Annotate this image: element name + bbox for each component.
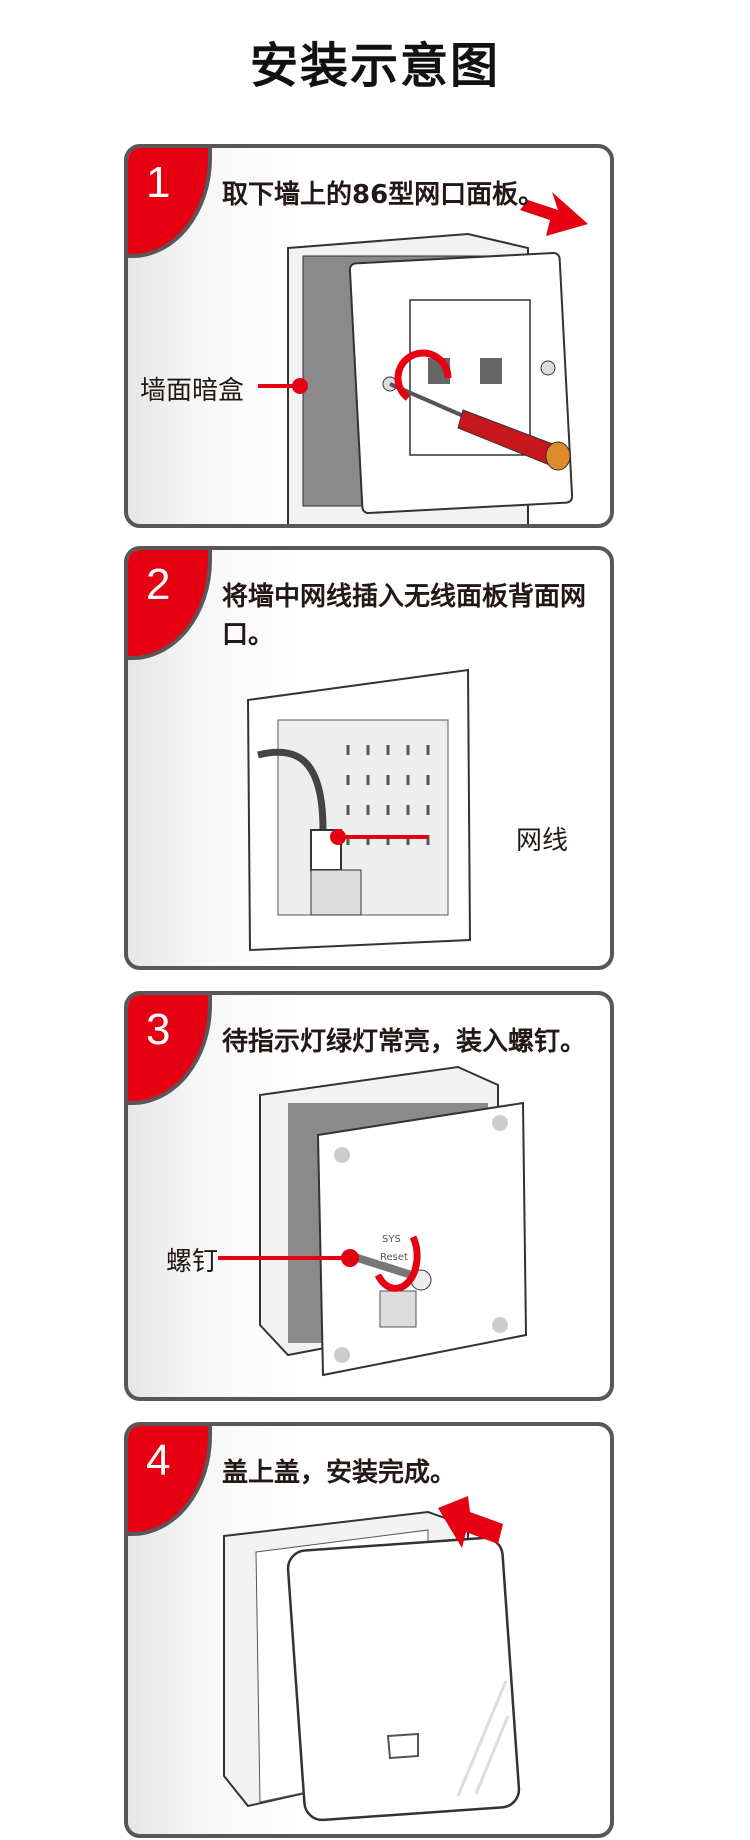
step-number: 1 (146, 158, 171, 207)
page-title: 安装示意图 (249, 38, 500, 94)
plug-cable-illustration (246, 668, 472, 952)
step-number: 2 (146, 560, 171, 609)
step-4-panel: 4 盖上盖，安装完成。 (124, 1422, 614, 1838)
callout-wall-box: 墙面暗盒 (140, 376, 245, 406)
callout-network-cable: 网线 (516, 826, 569, 856)
step-3-panel: SYS Reset 3 待指示灯绿灯常亮，装入螺钉。 螺钉 (124, 991, 614, 1401)
insert-screw-illustration: SYS Reset (218, 1065, 528, 1377)
step-number: 4 (146, 1436, 171, 1485)
step-instruction: 取下墙上的86型网口面板。 (222, 180, 545, 210)
step-instruction: 待指示灯绿灯常亮，装入螺钉。 (222, 1027, 587, 1057)
step-instruction: 将墙中网线插入无线面板背面网口。 (222, 582, 587, 650)
step-instruction: 盖上盖，安装完成。 (222, 1458, 457, 1488)
step-2-panel: 2 将墙中网线插入无线面板背面网口。 网线 (124, 546, 614, 970)
remove-faceplate-illustration (258, 192, 588, 524)
reset-label: Reset (380, 1252, 408, 1263)
attach-cover-illustration (223, 1496, 521, 1822)
step-number: 3 (146, 1005, 171, 1054)
callout-screw: 螺钉 (166, 1247, 219, 1277)
sys-led-label: SYS (382, 1234, 401, 1245)
step-1-panel: 1 取下墙上的86型网口面板。 墙面暗盒 (124, 144, 614, 528)
